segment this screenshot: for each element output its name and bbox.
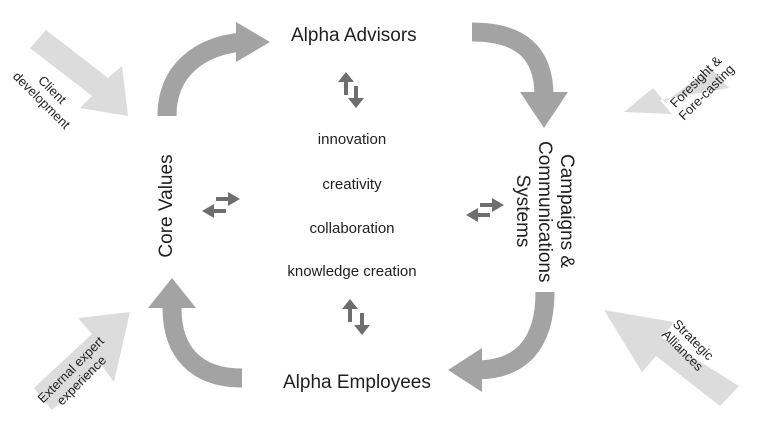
influence-arrow-top-right: [624, 68, 729, 114]
node-campaigns-systems: Campaigns & Communications Systems: [511, 141, 577, 283]
node-alpha-employees: Alpha Employees: [283, 372, 431, 393]
cycle-arrow-employees-to-core: [162, 307, 243, 388]
cycle-arrowhead-core-to-advisors: [236, 22, 270, 62]
influence-arrow-bottom-left: [34, 312, 130, 410]
cycle-arrowhead-employees-to-core: [148, 278, 196, 308]
cycle-arrow-campaigns-to-employees: [475, 291, 555, 380]
value-creativity: creativity: [322, 176, 382, 193]
influence-arrow-top-left: [30, 30, 128, 116]
exchange-arrows-bottom: [342, 299, 370, 335]
exchange-arrows-top: [338, 72, 364, 108]
cycle-arrow-core-to-advisors: [157, 32, 244, 117]
node-campaigns-line-3: Systems: [512, 174, 533, 248]
influence-arrow-bottom-right: [604, 310, 739, 406]
cycle-arrow-advisors-to-campaigns: [471, 22, 554, 97]
node-campaigns-line-1: Campaigns &: [556, 153, 577, 269]
node-alpha-advisors: Alpha Advisors: [291, 25, 417, 46]
exchange-arrows-right: [466, 198, 504, 222]
value-knowledge-creation: knowledge creation: [287, 263, 417, 280]
value-innovation: innovation: [317, 131, 387, 148]
cycle-arrowhead-campaigns-to-employees: [448, 348, 482, 392]
node-campaigns-line-2: Communications: [534, 141, 555, 283]
value-collaboration: collaboration: [309, 220, 395, 237]
exchange-arrows-left: [202, 192, 240, 218]
node-core-values: Core Values: [156, 154, 177, 258]
cycle-arrowhead-advisors-to-campaigns: [520, 92, 568, 128]
